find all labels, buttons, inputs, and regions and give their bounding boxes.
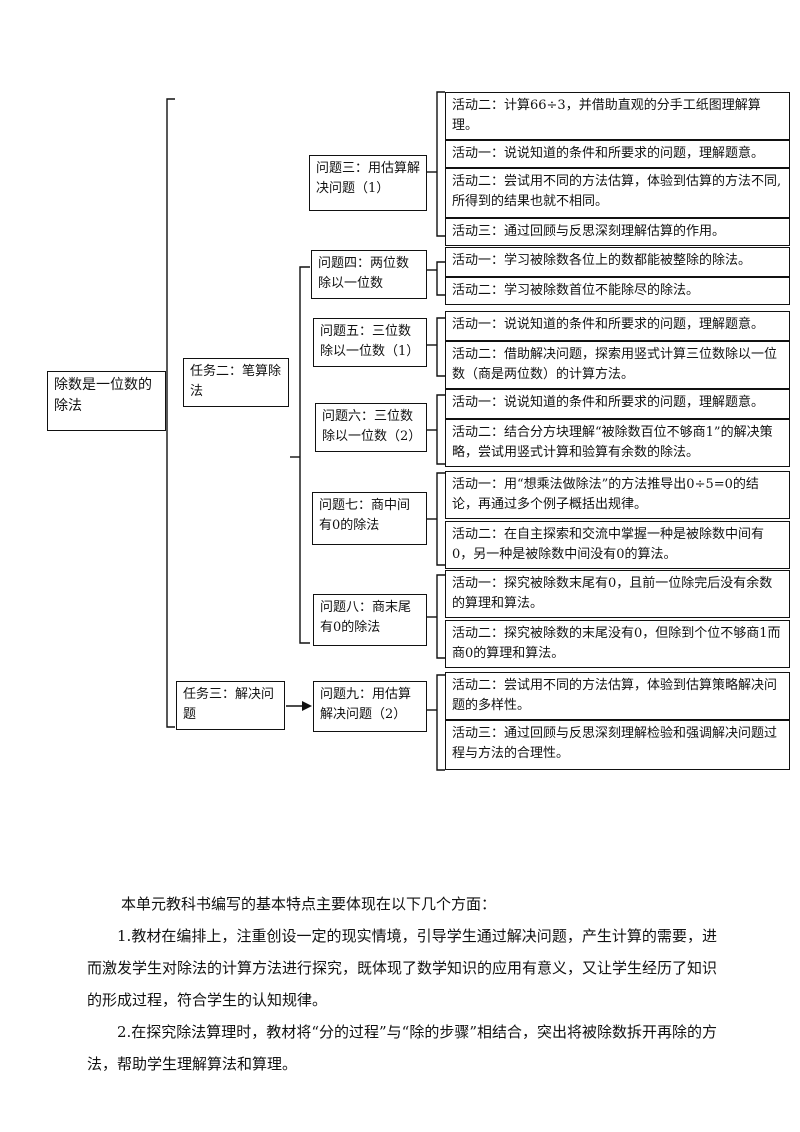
problem-node-5: 问题五：三位数除以一位数（1）: [313, 318, 427, 367]
p6-brace: [436, 394, 445, 465]
activity-node: 活动一：说说知道的条件和所要求的问题，理解题意。: [445, 140, 790, 168]
intro-paragraph: 本单元教科书编写的基本特点主要体现在以下几个方面：: [121, 895, 497, 913]
point-2-paragraph: 2.在探究除法算理时，教材将“分的过程”与“除的步骤”相结合，突出将被除数拆开再…: [87, 1023, 717, 1073]
root-brace: [166, 98, 175, 728]
activity-node: 活动一：用“想乘法做除法”的方法推导出0÷5=0的结论，再通过多个例子概括出规律…: [445, 471, 790, 519]
problem-node-6: 问题六：三位数除以一位数（2）: [315, 403, 427, 452]
p3-brace: [436, 91, 445, 237]
activity-node: 活动三：通过回顾与反思深刻理解检验和强调解决问题过程与方法的合理性。: [445, 720, 790, 770]
p5-brace: [436, 317, 445, 377]
activity-node: 活动一：说说知道的条件和所要求的问题，理解题意。: [445, 389, 790, 419]
activity-node: 活动一：探究被除数末尾有0，且前一位除完后没有余数的算理和算法。: [445, 570, 790, 618]
activity-node: 活动二：借助解决问题，探索用竖式计算三位数除以一位数（商是两位数）的计算方法。: [445, 341, 790, 389]
activity-node: 活动三：通过回顾与反思深刻理解估算的作用。: [445, 218, 790, 246]
root-node: 除数是一位数的除法: [47, 371, 166, 431]
activity-node: 活动一：说说知道的条件和所要求的问题，理解题意。: [445, 311, 790, 341]
arrow-head: [302, 701, 312, 711]
task-node-2: 任务二：笔算除法: [183, 358, 289, 407]
activity-node: 活动二：探究被除数的末尾没有0，但除到个位不够商1而商0的算理和算法。: [445, 620, 790, 668]
activity-node: 活动二：计算66÷3，并借助直观的分手工纸图理解算理。: [445, 92, 790, 140]
activity-node: 活动二：结合分方块理解“被除数百位不够商1”的解决策略，尝试用竖式计算和验算有余…: [445, 419, 790, 467]
point-1-paragraph: 1.教材在编排上，注重创设一定的现实情境，引导学生通过解决问题，产生计算的需要，…: [87, 927, 718, 1009]
problem-node-9: 问题九：用估算解决问题（2）: [313, 681, 427, 732]
activity-node: 活动二：在自主探索和交流中掌握一种是被除数中间有0，另一种是被除数中间没有0的算…: [445, 521, 790, 569]
p4-brace: [436, 261, 445, 296]
p8-brace: [436, 574, 445, 659]
activity-node: 活动二：学习被除数首位不能除尽的除法。: [445, 277, 790, 305]
activity-node: 活动一：学习被除数各位上的数都能被整除的除法。: [445, 247, 790, 277]
activity-node: 活动二：尝试用不同的方法估算，体验到估算的方法不同,所得到的结果也就不相同。: [445, 168, 790, 218]
problem-node-3: 问题三：用估算解决问题（1）: [309, 155, 427, 211]
problem-node-7: 问题七：商中间有0的除法: [312, 492, 427, 545]
problem-node-8: 问题八：商末尾有0的除法: [313, 594, 427, 646]
task2-brace: [299, 266, 310, 644]
p7-brace: [436, 472, 445, 566]
problem-node-4: 问题四：两位数除以一位数: [311, 250, 427, 299]
task-node-3: 任务三：解决问题: [176, 681, 285, 730]
activity-node: 活动二：尝试用不同的方法估算，体验到估算策略解决问题的多样性。: [445, 672, 790, 720]
p9-brace: [436, 674, 445, 771]
